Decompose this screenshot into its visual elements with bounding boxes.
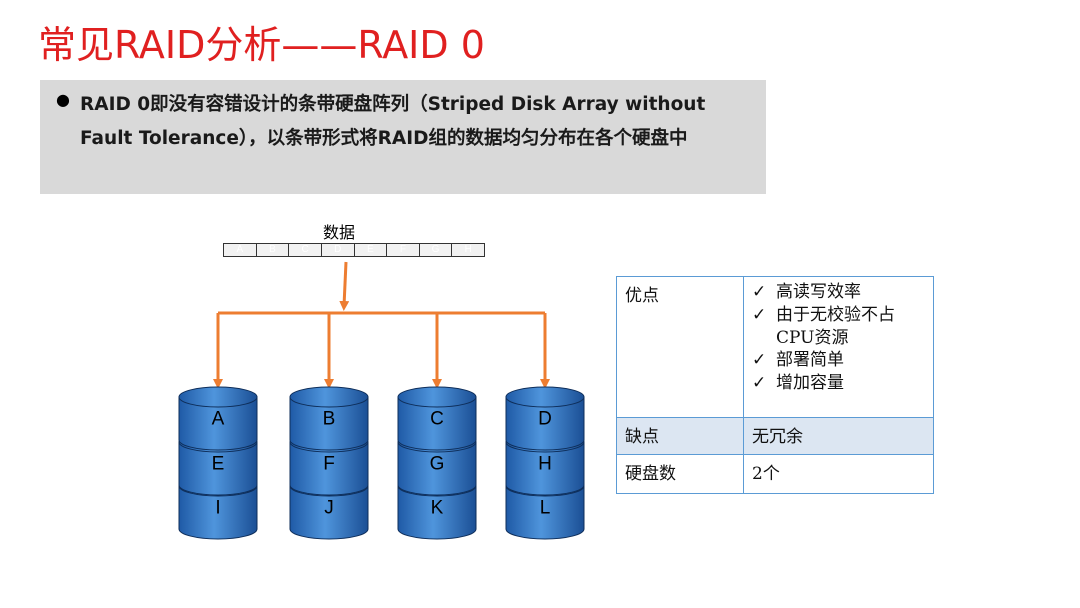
disk-block-label: H bbox=[538, 454, 552, 475]
disk-block-label: I bbox=[215, 498, 220, 519]
disk-block-label: C bbox=[430, 409, 444, 430]
stripe-cell: B bbox=[256, 244, 290, 256]
advantage-item-continued: CPU资源 bbox=[776, 328, 849, 348]
disk-block-label: F bbox=[323, 454, 335, 475]
disk-block-label: G bbox=[430, 454, 445, 475]
feature-table: 优点 ✓高读写效率 ✓由于无校验不占 CPU资源 ✓部署简单 ✓增加容量 缺点 … bbox=[616, 276, 934, 494]
disk-block-label: B bbox=[323, 409, 336, 430]
table-value: 2个 bbox=[743, 454, 934, 494]
stripe-cell: F bbox=[387, 244, 420, 256]
disk-block-label: A bbox=[212, 409, 225, 430]
disk-stack: I E A bbox=[178, 386, 258, 540]
check-icon: ✓ bbox=[752, 350, 767, 370]
advantage-item: ✓高读写效率 bbox=[752, 282, 861, 302]
disk-block-label: L bbox=[540, 498, 551, 519]
down-arrow bbox=[339, 261, 350, 311]
disk-stack: J F B bbox=[289, 386, 369, 540]
table-value: 无冗余 bbox=[743, 417, 934, 455]
bullet-icon: ● bbox=[56, 90, 70, 109]
stripe-cell: D bbox=[321, 244, 355, 256]
disk-stack: K G C bbox=[397, 386, 477, 540]
disk-segment: D bbox=[505, 386, 585, 451]
table-key: 优点 bbox=[616, 276, 744, 418]
stripe-cell: E bbox=[354, 244, 388, 256]
disk-block-label: E bbox=[212, 454, 225, 475]
check-icon: ✓ bbox=[752, 282, 767, 302]
disk-block-label: K bbox=[431, 498, 444, 519]
table-key: 缺点 bbox=[616, 417, 744, 455]
advantage-item: ✓由于无校验不占 bbox=[752, 305, 895, 325]
page-title: 常见RAID分析——RAID 0 bbox=[38, 23, 485, 67]
table-row: 优点 ✓高读写效率 ✓由于无校验不占 CPU资源 ✓部署简单 ✓增加容量 bbox=[616, 276, 934, 418]
stripe-cell: A bbox=[224, 244, 257, 256]
check-icon: ✓ bbox=[752, 373, 767, 393]
disk-group: I E A J F B K G C L H D bbox=[178, 386, 585, 540]
description-box: ● RAID 0即没有容错设计的条带硬盘阵列（Striped Disk Arra… bbox=[40, 80, 766, 194]
disk-block-label: D bbox=[538, 409, 552, 430]
disk-segment: A bbox=[178, 386, 258, 451]
table-key: 硬盘数 bbox=[616, 454, 744, 494]
data-label: 数据 bbox=[323, 223, 356, 242]
disk-segment: B bbox=[289, 386, 369, 451]
disk-segment: C bbox=[397, 386, 477, 451]
stripe-cell: G bbox=[419, 244, 453, 256]
disk-block-label: J bbox=[324, 498, 334, 519]
advantage-item: ✓增加容量 bbox=[752, 373, 844, 393]
advantage-item: ✓部署简单 bbox=[752, 350, 844, 370]
disk-stack: L H D bbox=[505, 386, 585, 540]
check-icon: ✓ bbox=[752, 305, 767, 325]
distribution-arrows bbox=[213, 261, 550, 389]
advantages-cell: ✓高读写效率 ✓由于无校验不占 CPU资源 ✓部署简单 ✓增加容量 bbox=[743, 276, 934, 418]
stripe-cell: H bbox=[452, 244, 484, 256]
table-row: 硬盘数 2个 bbox=[616, 454, 934, 494]
description-text: RAID 0即没有容错设计的条带硬盘阵列（Striped Disk Array … bbox=[80, 94, 706, 149]
data-stripe: A B C D E F G H bbox=[223, 243, 485, 257]
table-row: 缺点 无冗余 bbox=[616, 417, 934, 455]
stripe-cell: C bbox=[289, 244, 322, 256]
